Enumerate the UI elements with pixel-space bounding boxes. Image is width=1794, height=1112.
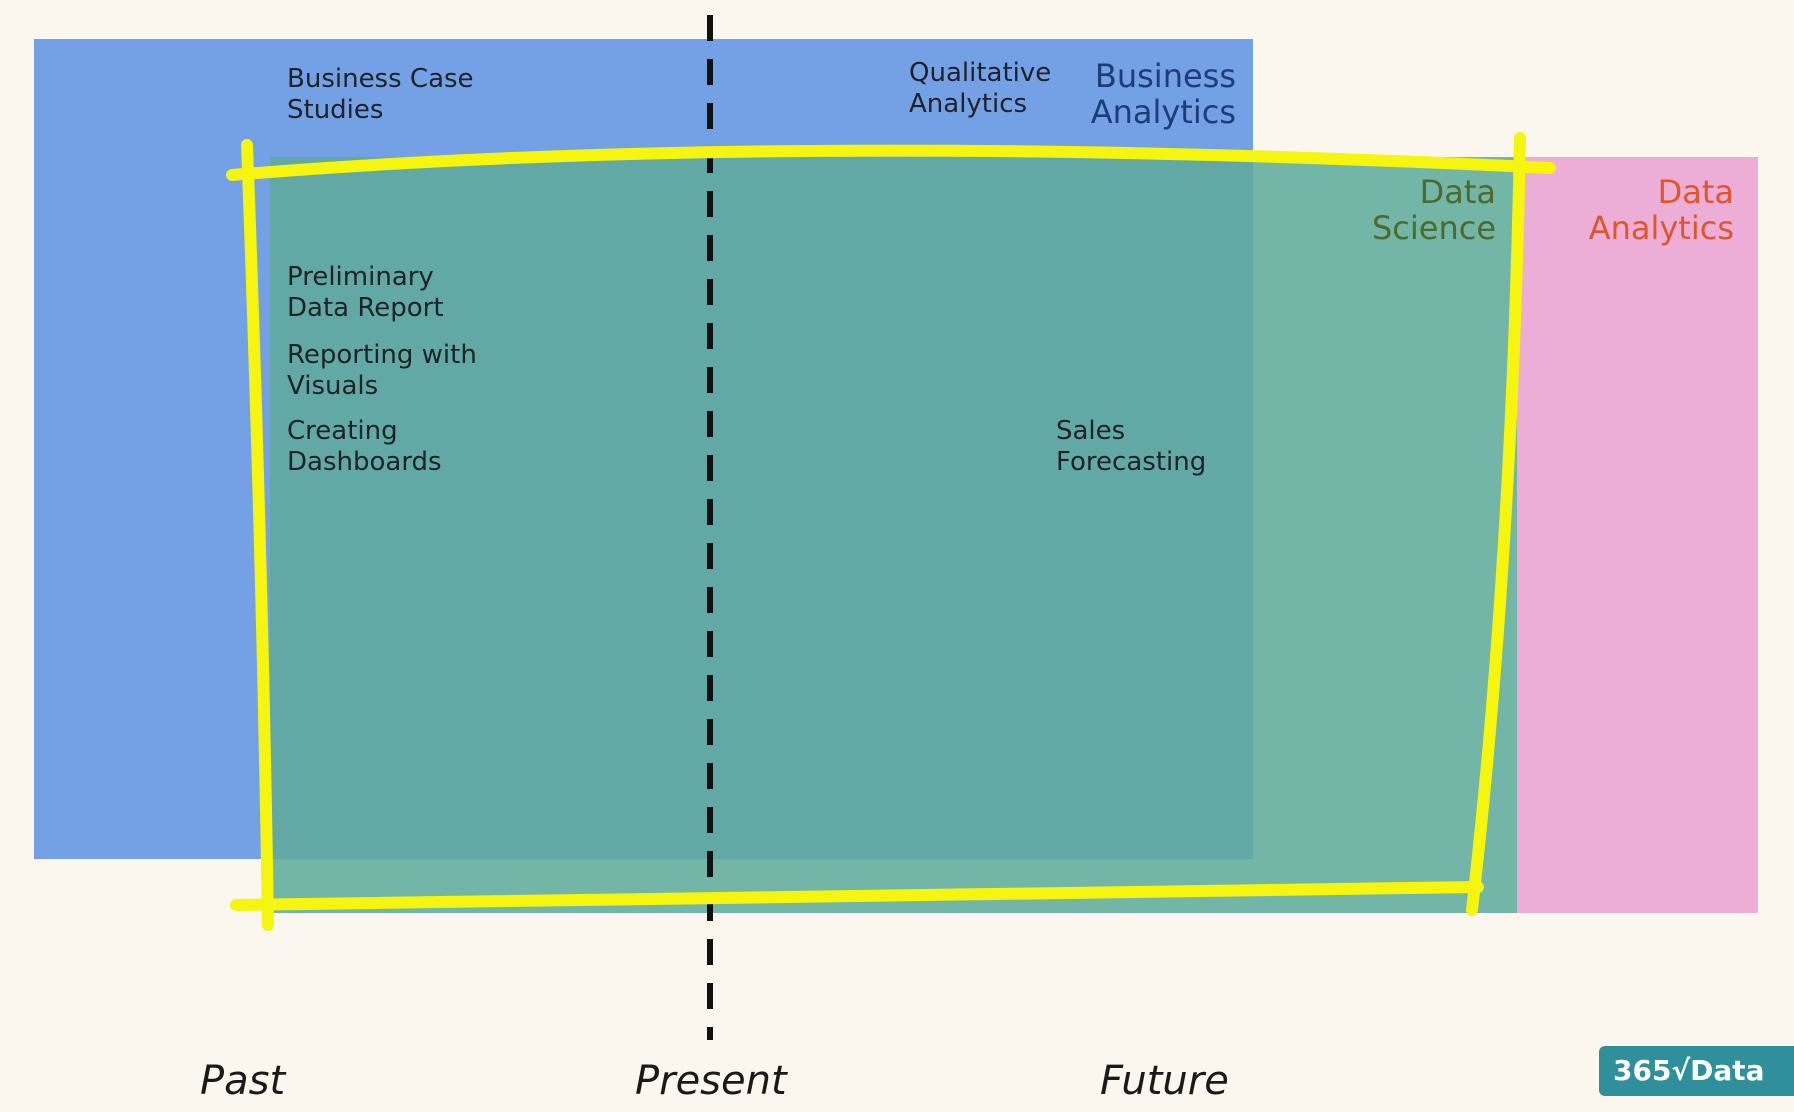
outline-left (241, 139, 274, 931)
data-science-region (270, 157, 1517, 913)
data-analytics-title: Data Analytics (1588, 173, 1734, 247)
qualitative-analytics-label: Qualitative Analytics (909, 58, 1052, 119)
outline-right (1466, 132, 1526, 916)
outline-top (226, 144, 1556, 181)
highlight-outline (226, 132, 1556, 931)
timeline-past-label: Past (200, 1058, 286, 1104)
business-analytics-title: Business Analytics (1090, 57, 1236, 131)
outline-bottom (230, 881, 1484, 911)
timeline-present-label: Present (635, 1058, 787, 1104)
business-case-studies-label: Business Case Studies (287, 64, 474, 125)
365-logo: 365√Data (1599, 1046, 1794, 1096)
data-science-title: Data Science (1371, 173, 1496, 247)
reporting-with-visuals-label: Reporting with Visuals (287, 340, 477, 401)
timeline-future-label: Future (1100, 1058, 1229, 1104)
creating-dashboards-label: Creating Dashboards (287, 416, 442, 477)
preliminary-data-report-label: Preliminary Data Report (287, 262, 444, 323)
sales-forecasting-label: Sales Forecasting (1056, 416, 1207, 477)
